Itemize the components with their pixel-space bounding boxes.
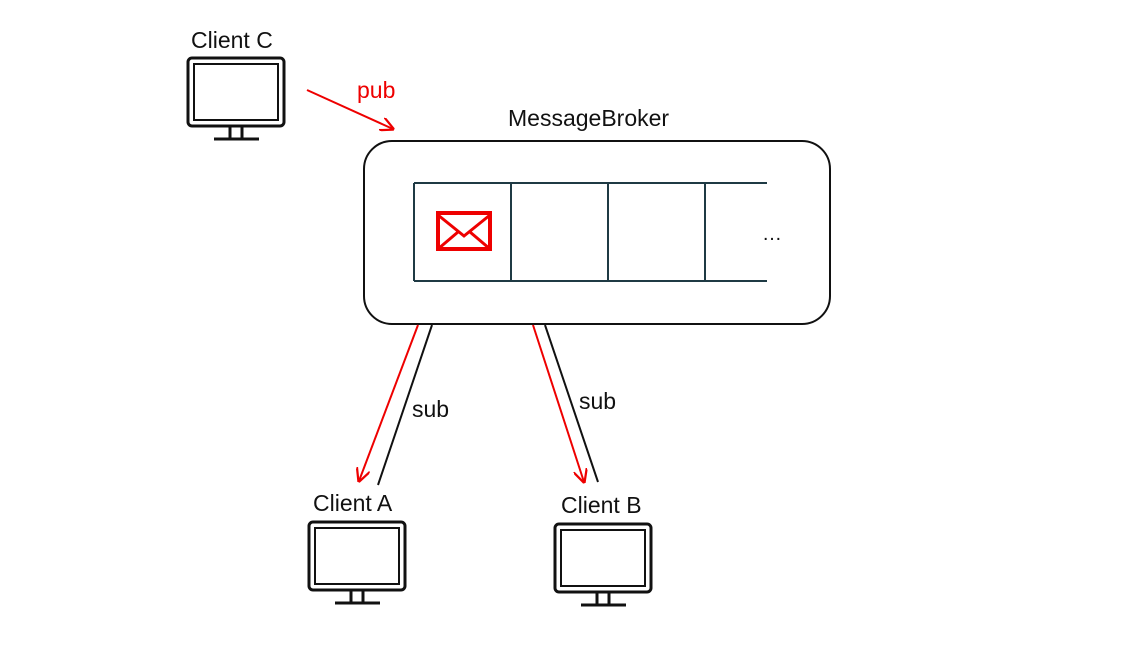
client-c-monitor-icon <box>186 56 286 141</box>
client-a-label: Client A <box>313 490 393 516</box>
deliver-arrow-a <box>359 324 419 481</box>
client-b-monitor-icon <box>553 522 653 607</box>
sub-label-a: sub <box>412 396 450 422</box>
client-c-label: Client C <box>191 27 273 53</box>
sub-line-b <box>544 324 599 483</box>
message-queue <box>413 182 767 282</box>
queue-ellipsis: … <box>762 223 782 245</box>
sub-line-a <box>377 324 433 486</box>
deliver-arrow-b <box>532 324 584 482</box>
envelope-icon <box>436 211 492 251</box>
pub-arrow <box>306 89 393 129</box>
broker-title: MessageBroker <box>508 105 670 131</box>
client-a-monitor-icon <box>307 520 407 605</box>
message-broker-box <box>363 140 831 325</box>
pub-label: pub <box>357 77 396 103</box>
client-b-label: Client B <box>561 492 642 518</box>
sub-label-b: sub <box>579 388 617 414</box>
